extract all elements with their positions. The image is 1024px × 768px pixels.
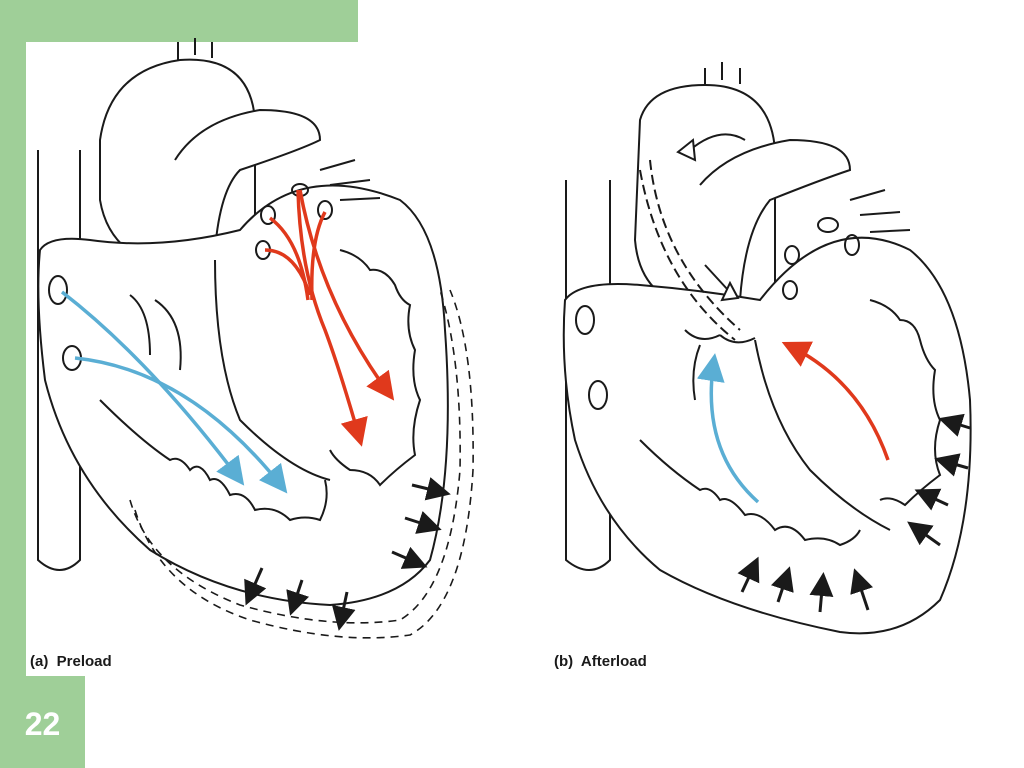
arterial-flow-arrows-a bbox=[264, 189, 395, 447]
preload-stretch-outline bbox=[129, 289, 474, 639]
green-frame-left bbox=[0, 0, 26, 768]
venous-flow-arrow-b bbox=[696, 353, 760, 504]
slide-number: 22 bbox=[24, 706, 61, 742]
pressure-arrows-b bbox=[737, 413, 971, 613]
arterial-flow-arrow-b bbox=[781, 341, 890, 461]
caption-preload: (a) Preload bbox=[30, 653, 112, 670]
heart-preload bbox=[37, 38, 449, 607]
venous-flow-arrows-a bbox=[60, 290, 288, 494]
pressure-arrows-a bbox=[244, 477, 451, 631]
caption-afterload: (b) Afterload bbox=[554, 653, 647, 670]
green-frame-top bbox=[0, 0, 358, 42]
heart-afterload bbox=[562, 62, 972, 635]
aortic-flow-arrows-b bbox=[676, 133, 746, 302]
slide-number-box bbox=[0, 676, 85, 768]
